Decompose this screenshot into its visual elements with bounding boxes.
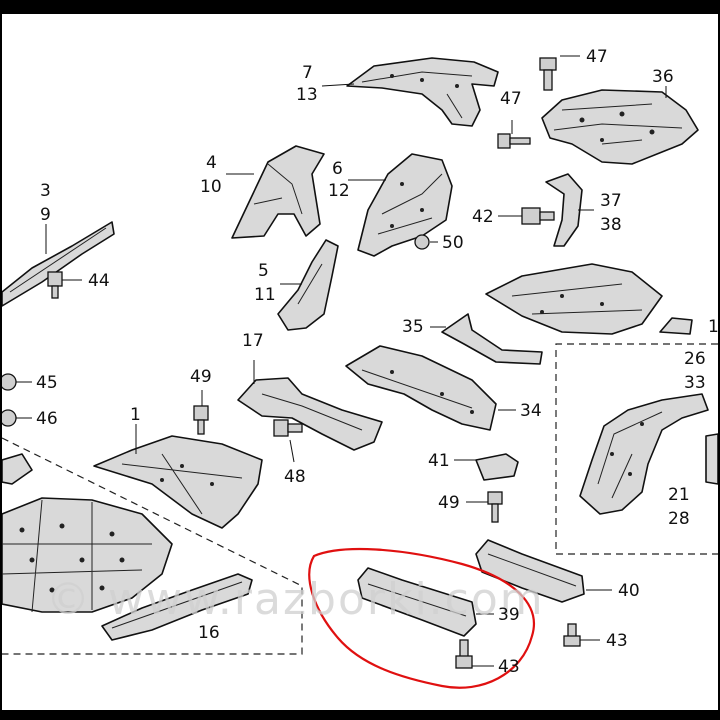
bolt-47-mid: [497, 133, 531, 149]
callout-46: 46: [36, 409, 58, 429]
bolt-49-left: [193, 405, 209, 435]
callout-37: 37: [600, 191, 622, 211]
callout-45: 45: [36, 373, 58, 393]
callout-50: 50: [442, 233, 464, 253]
clip-50: [414, 234, 430, 250]
part-bracket-4: [231, 145, 325, 239]
callout-16: 16: [198, 623, 220, 643]
callout-47-mid: 47: [500, 89, 522, 109]
highlight-circle: [308, 547, 535, 689]
parts-diagram-sheet: © www.razborki.com 7 13 47 36 47 4 10 6 …: [2, 14, 718, 710]
part-upper-rear-panel: [346, 57, 499, 127]
callout-5: 5: [258, 261, 269, 281]
leader-lines: [16, 55, 667, 667]
callout-11: 11: [254, 285, 276, 305]
watermark-text: © www.razborki.com: [46, 574, 545, 625]
callout-36: 36: [652, 67, 674, 87]
callout-1: 1: [130, 405, 141, 425]
callout-10: 10: [200, 177, 222, 197]
callout-48: 48: [284, 467, 306, 487]
callout-49-right: 49: [438, 493, 460, 513]
part-bracket-17: [237, 377, 383, 451]
callout-1-partial: 1: [708, 317, 718, 337]
part-floor-edge-left: [2, 453, 33, 485]
callout-41: 41: [428, 451, 450, 471]
part-rear-panel-36: [541, 89, 699, 165]
group-frame-rear-pillar: [555, 343, 718, 555]
callout-49-left: 49: [190, 367, 212, 387]
part-long-rail-3: [2, 221, 115, 307]
part-curved-bracket-37: [545, 173, 583, 247]
bolt-43-bottom: [455, 639, 473, 669]
bolt-48: [273, 419, 303, 437]
callout-9: 9: [40, 205, 51, 225]
callout-7: 7: [302, 63, 313, 83]
callout-47: 47: [586, 47, 608, 67]
part-thin-bracket-35: [441, 313, 543, 365]
bolt-42: [521, 207, 555, 225]
callout-44: 44: [88, 271, 110, 291]
part-side-sill-16: [101, 573, 253, 641]
part-pillar-brace-5: [277, 239, 339, 331]
callout-43-bottom: 43: [498, 657, 520, 677]
callout-21: 21: [668, 485, 690, 505]
bolt-49-right: [487, 491, 503, 523]
callout-12: 12: [328, 181, 350, 201]
callout-17: 17: [242, 331, 264, 351]
part-main-floor-assembly: [2, 497, 173, 613]
bolt-46: [2, 409, 17, 427]
part-wheelhouse-6: [357, 153, 453, 257]
bolt-44: [47, 271, 63, 299]
part-crossbar-39: [357, 567, 477, 637]
callout-33: 33: [684, 373, 706, 393]
part-cross-member-34: [345, 345, 497, 431]
group-frame-floor: [2, 437, 303, 655]
callout-40: 40: [618, 581, 640, 601]
callout-13: 13: [296, 85, 318, 105]
part-rear-pillar-assembly: [579, 393, 718, 515]
callout-6: 6: [332, 159, 343, 179]
part-rear-floor-pan: [485, 263, 663, 335]
callout-38: 38: [600, 215, 622, 235]
callout-43-right: 43: [606, 631, 628, 651]
callout-4: 4: [206, 153, 217, 173]
part-small-clip: [659, 317, 693, 335]
callout-28: 28: [668, 509, 690, 529]
callout-35: 35: [402, 317, 424, 337]
callout-26: 26: [684, 349, 706, 369]
exploded-parts-diagram: © www.razborki.com 7 13 47 36 47 4 10 6 …: [2, 47, 718, 689]
part-bracket-41: [475, 453, 519, 481]
bolt-47-top: [539, 57, 557, 91]
callout-34: 34: [520, 401, 542, 421]
part-front-floor-1: [93, 435, 263, 529]
callout-42: 42: [472, 207, 494, 227]
callout-39: 39: [498, 605, 520, 625]
callout-3: 3: [40, 181, 51, 201]
bolt-45: [2, 373, 17, 391]
bolt-43-right: [563, 623, 581, 647]
